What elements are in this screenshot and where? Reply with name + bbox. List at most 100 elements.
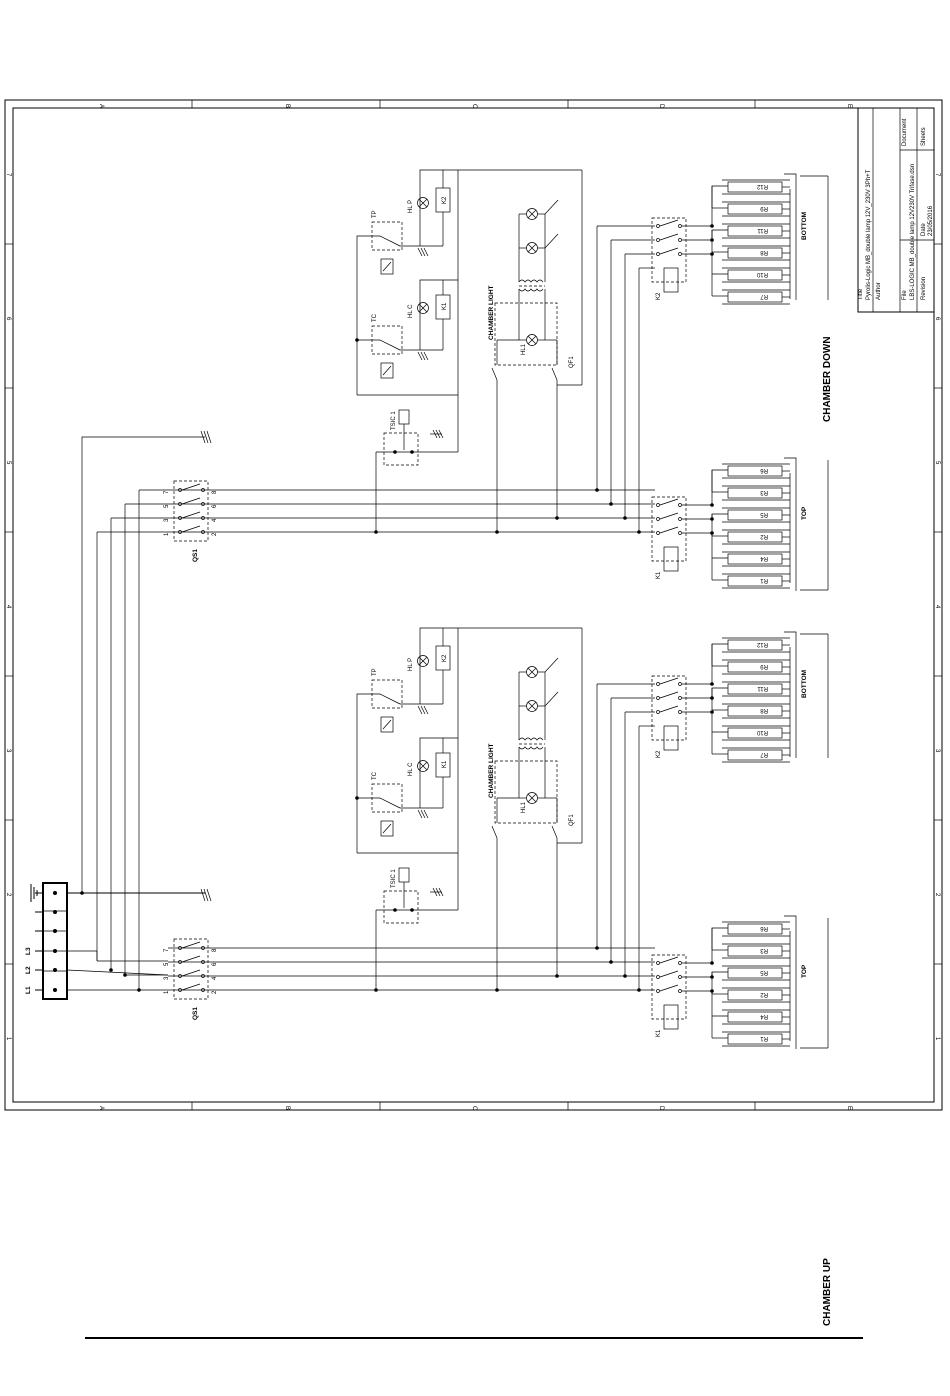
lamp-icon (527, 793, 537, 803)
switch-contact-icon (201, 488, 205, 492)
contactor-contact-icon (678, 710, 682, 714)
contactor-contact-icon (678, 252, 682, 256)
resistor-label: R9 (760, 663, 768, 669)
junction-dot (374, 988, 378, 992)
heating-resistor (727, 749, 783, 761)
earth-icon (206, 888, 212, 902)
junction-dot (710, 696, 714, 700)
lamp-hl1-label: HL1 (521, 343, 527, 355)
resistor-label: R10 (756, 729, 768, 735)
contactor-blade-icon (659, 970, 679, 978)
heating-resistor (727, 727, 783, 739)
zone-label: C (471, 104, 477, 109)
contactor-blade-icon (659, 691, 679, 699)
resistor-label: R8 (760, 249, 768, 255)
date-label: Date (921, 223, 927, 236)
zone-label: D (658, 104, 664, 109)
resistor-label: R12 (756, 183, 768, 189)
contactor-contact-icon (656, 710, 660, 714)
drawing-frame (4, 99, 943, 1111)
resistor-label: R7 (760, 293, 768, 299)
file-label: File (902, 290, 908, 300)
earth-icon (423, 809, 429, 819)
junction-dot (410, 908, 414, 912)
contactor-coil (663, 725, 679, 751)
lamp-hlc-icon (417, 760, 429, 772)
resistor-label: R9 (760, 205, 768, 211)
switch-contact-icon (201, 960, 205, 964)
switch-blade-icon (379, 339, 401, 351)
switch-pin: 8 (212, 948, 218, 952)
switch-pin: 6 (212, 504, 218, 508)
transformer-icon (518, 737, 544, 741)
switch-blade-icon (379, 693, 401, 705)
switch-blade-icon (181, 525, 201, 533)
zone-label: A (98, 1106, 104, 1110)
switch-blade-icon (379, 235, 401, 247)
resistor-label: R6 (760, 467, 768, 473)
contactor-contact-icon (656, 696, 660, 700)
date-text: 23/05/2016 (928, 205, 934, 236)
earth-icon (206, 430, 212, 444)
title-label: Title (858, 288, 864, 300)
lamp-icon (418, 198, 428, 208)
contactor-box (651, 217, 687, 283)
thermostat-coil-icon (382, 261, 392, 272)
switch-pin: 7 (164, 490, 170, 494)
junction-dot (374, 530, 378, 534)
contactor-blade-icon (659, 498, 679, 506)
fuse-qf1-label: QF1 (569, 356, 575, 368)
resistor-label: R6 (760, 925, 768, 931)
title-block: Title Pyrolis-Logic MB_double lamp 12V_2… (857, 107, 935, 313)
neutral-return (784, 915, 797, 1049)
earth-icon (423, 247, 429, 257)
heating-resistor (727, 203, 783, 215)
resistor-label: R4 (760, 1013, 768, 1019)
switch-pin: 5 (164, 962, 170, 966)
contactor-contact-icon (656, 682, 660, 686)
contactor-coil (663, 546, 679, 572)
junction-dot (710, 975, 714, 979)
heating-resistor (727, 531, 783, 543)
switch-pin: 1 (164, 532, 170, 536)
chamber-light-title: CHAMBER LIGHT (488, 743, 495, 798)
switch-pin: 2 (212, 532, 218, 536)
lamp-icon (418, 303, 428, 313)
switch-pin: 5 (164, 504, 170, 508)
thermostat-label-tp: TP (372, 210, 378, 218)
switch-contact-icon (178, 988, 182, 992)
safety-thermostat-label: TSIC 1 (391, 411, 397, 430)
switch-contact-icon (201, 502, 205, 506)
heating-resistor (727, 225, 783, 237)
zone-label: 6 (934, 317, 940, 321)
main-bus (66, 436, 205, 992)
resistor-label: R5 (760, 511, 768, 517)
feeder (682, 469, 728, 506)
contactor-contact-icon (678, 531, 682, 535)
document-label: Document (902, 118, 908, 146)
junction-dot (555, 974, 559, 978)
feeder (682, 971, 728, 978)
zone-labels-top: A B C D E A B C D E (98, 104, 852, 1111)
transformer-icon (518, 279, 544, 283)
switch-contact-icon (178, 960, 182, 964)
terminal-label-l3: L3 (25, 947, 32, 955)
feeder (682, 990, 728, 1017)
wire (419, 169, 458, 246)
contactor-blade-icon (659, 512, 679, 520)
switch-blade-icon (181, 983, 201, 991)
heating-resistor (727, 553, 783, 565)
switch-pin: 8 (212, 490, 218, 494)
lamp-icon (527, 243, 537, 253)
file-text: LBS-LOGIC MB_double lamp 12V230V Trifase… (910, 164, 916, 300)
feeder (682, 711, 728, 733)
contactor-contact-icon (656, 975, 660, 979)
relay-k2-label: K2 (442, 654, 448, 662)
feeder (682, 253, 728, 275)
junction-dot (710, 503, 714, 507)
zone-label: B (284, 1106, 290, 1110)
switch-label: QS1 (192, 1007, 199, 1020)
heater-group-label: TOP (801, 964, 808, 978)
terminal-label-l1: L1 (25, 986, 32, 994)
